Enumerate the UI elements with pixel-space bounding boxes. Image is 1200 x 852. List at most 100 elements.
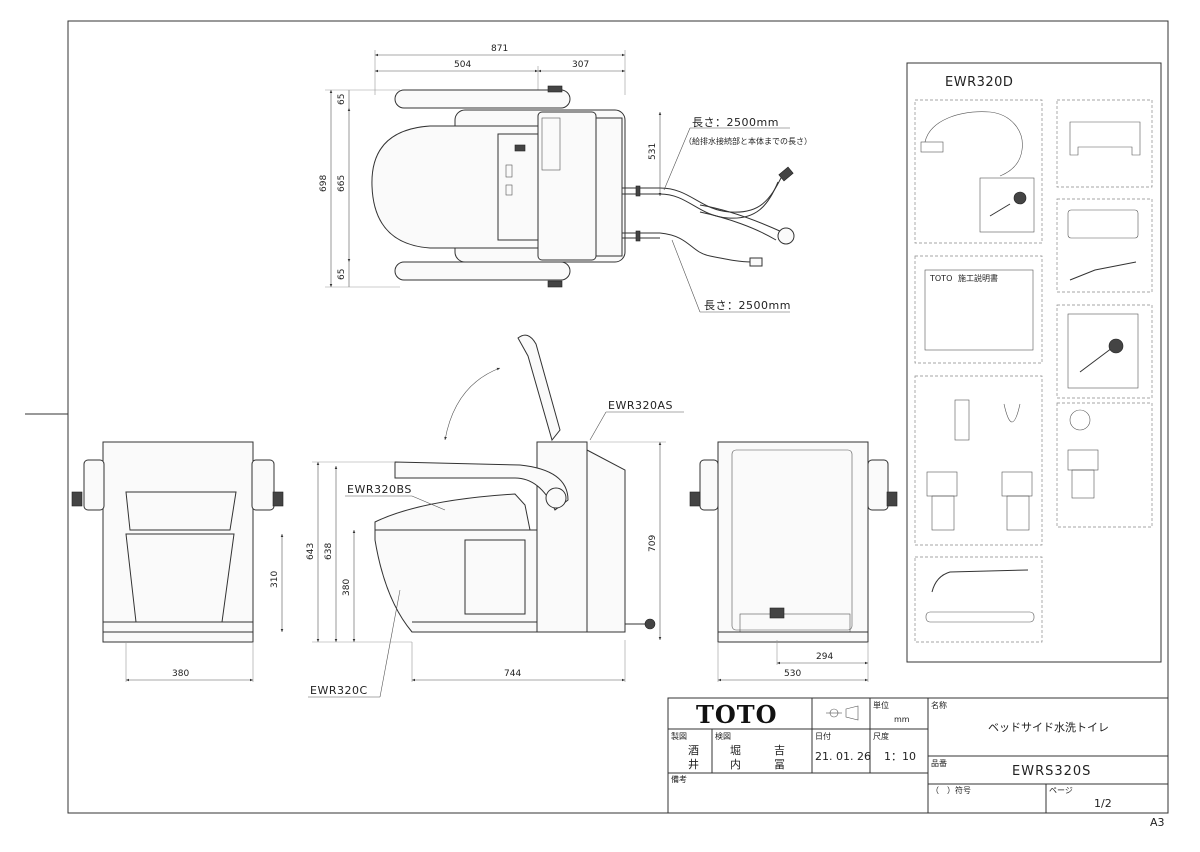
panel-button [505,164,513,178]
acc-handle-bar [925,611,1035,623]
dim-665: 665 [337,175,347,192]
dim-698: 698 [319,175,329,192]
unit-value: mm [894,715,910,724]
front-view: 380 310 [71,441,284,682]
rear-view: 294 530 [689,441,898,682]
acc-box-manual [914,255,1043,364]
dim-530: 530 [784,669,801,679]
acc-manual [924,269,1034,351]
rear-valve [769,607,785,619]
dim-709: 709 [648,535,658,552]
acc-joint-b-pipe [1006,495,1030,531]
date-label: 日付 [815,731,831,741]
label-ewr320as: EWR320AS [608,399,673,412]
rear-unit [595,117,623,257]
front-knob-left [71,491,83,507]
title-block: TOTO 単位 mm 名称 ベッドサイド水洗トイレ 製図 酒 井 検図 堀 吉 … [667,697,1169,814]
accessories-frame [906,62,1162,663]
scale-label: 尺度 [873,731,889,741]
acc-connector-ring [1069,409,1091,431]
acc-connector [1067,449,1099,471]
dim-307: 307 [572,60,589,70]
leader-line [411,495,446,511]
side-seat [374,493,531,531]
acc-joint-b [1001,471,1033,497]
acc-connector-pipe [1071,469,1095,499]
drawn-label: 製図 [671,731,687,741]
name-value: ベッドサイド水洗トイレ [988,721,1109,734]
side-rear-unit [586,449,626,633]
tank-top [537,111,597,261]
front-armrest-right [251,459,275,511]
acc-box-joints [914,375,1043,546]
accessories-title: EWR320D [945,75,1013,90]
rear-body-outline [717,441,869,643]
tank-lid [541,117,561,171]
dim-380-side: 380 [342,579,352,596]
acc-manual-brand: TOTO [929,274,952,283]
acc-plate [1067,209,1139,239]
leader-line [379,589,401,698]
acc-box-hose-kit [914,99,1043,244]
dim-380: 380 [172,669,189,679]
brand-logo: TOTO [696,700,778,729]
acc-joint-a-pipe [931,495,955,531]
side-lever-knob [644,618,656,630]
leader-line [589,411,607,441]
hose-upper-length: 長さ：2500mm [692,116,779,129]
panel-button [514,144,526,152]
acc-manual-sheet [979,177,1035,233]
accessories-panel: EWR320D TOTO 施工説明書 [906,62,1162,663]
top-view: 871 504 307 698 665 65 65 [319,44,812,313]
panel-button [505,184,513,196]
checked-line-2: 内 冨 [730,757,785,771]
side-cover [464,539,526,615]
label-ewr320bs: EWR320BS [347,483,412,496]
acc-hose-fitting [920,141,944,153]
raised-lid [517,334,561,442]
acc-joint-a-top [954,399,970,441]
acc-rod [1069,261,1137,281]
dim-65-bottom: 65 [337,269,347,280]
hose-supply [659,181,779,219]
rear-knob-right [886,491,898,507]
pipe-clamp [635,185,641,197]
leader-line [663,127,691,191]
projection-symbol-cone [845,705,859,721]
acc-joint-a [926,471,958,497]
checked-label: 検図 [715,731,731,741]
front-armrest-left [83,459,105,511]
acc-box-valve [1056,304,1153,399]
date-value: 21. 01. 26 [815,750,871,763]
acc-valve-panel [1067,313,1139,389]
acc-manual-title: 施工説明書 [958,273,998,283]
front-knob-right [272,491,284,507]
paper-size: A3 [1150,816,1165,829]
pipe-clamp [635,230,641,242]
unit-label: 単位 [873,700,889,710]
armrest-hinge [545,487,567,509]
front-seat [125,491,237,531]
drawn-line-1: 酒 [688,744,699,757]
acc-box-connector [1056,402,1153,528]
armrest-bottom [394,261,571,281]
acc-handle-arm [931,569,1029,593]
drawn-line-2: 井 [688,757,699,771]
hose-upper-note: （給排水接続部と本体までの長さ） [684,136,812,146]
hose-coupling [777,227,795,245]
dim-310: 310 [270,571,280,588]
hose-lower-length: 長さ：2500mm [704,299,791,312]
rear-armrest-left [699,459,719,511]
dim-744: 744 [504,669,521,679]
dim-531: 531 [648,143,658,160]
leader-line [671,239,701,313]
hose-fitting [778,166,794,182]
acc-valve-body [1108,338,1124,354]
name-label: 名称 [931,700,947,710]
page-label: ページ [1049,786,1073,795]
sheet-border [67,20,1169,814]
acc-valve [1013,191,1027,205]
dim-871: 871 [491,44,508,54]
